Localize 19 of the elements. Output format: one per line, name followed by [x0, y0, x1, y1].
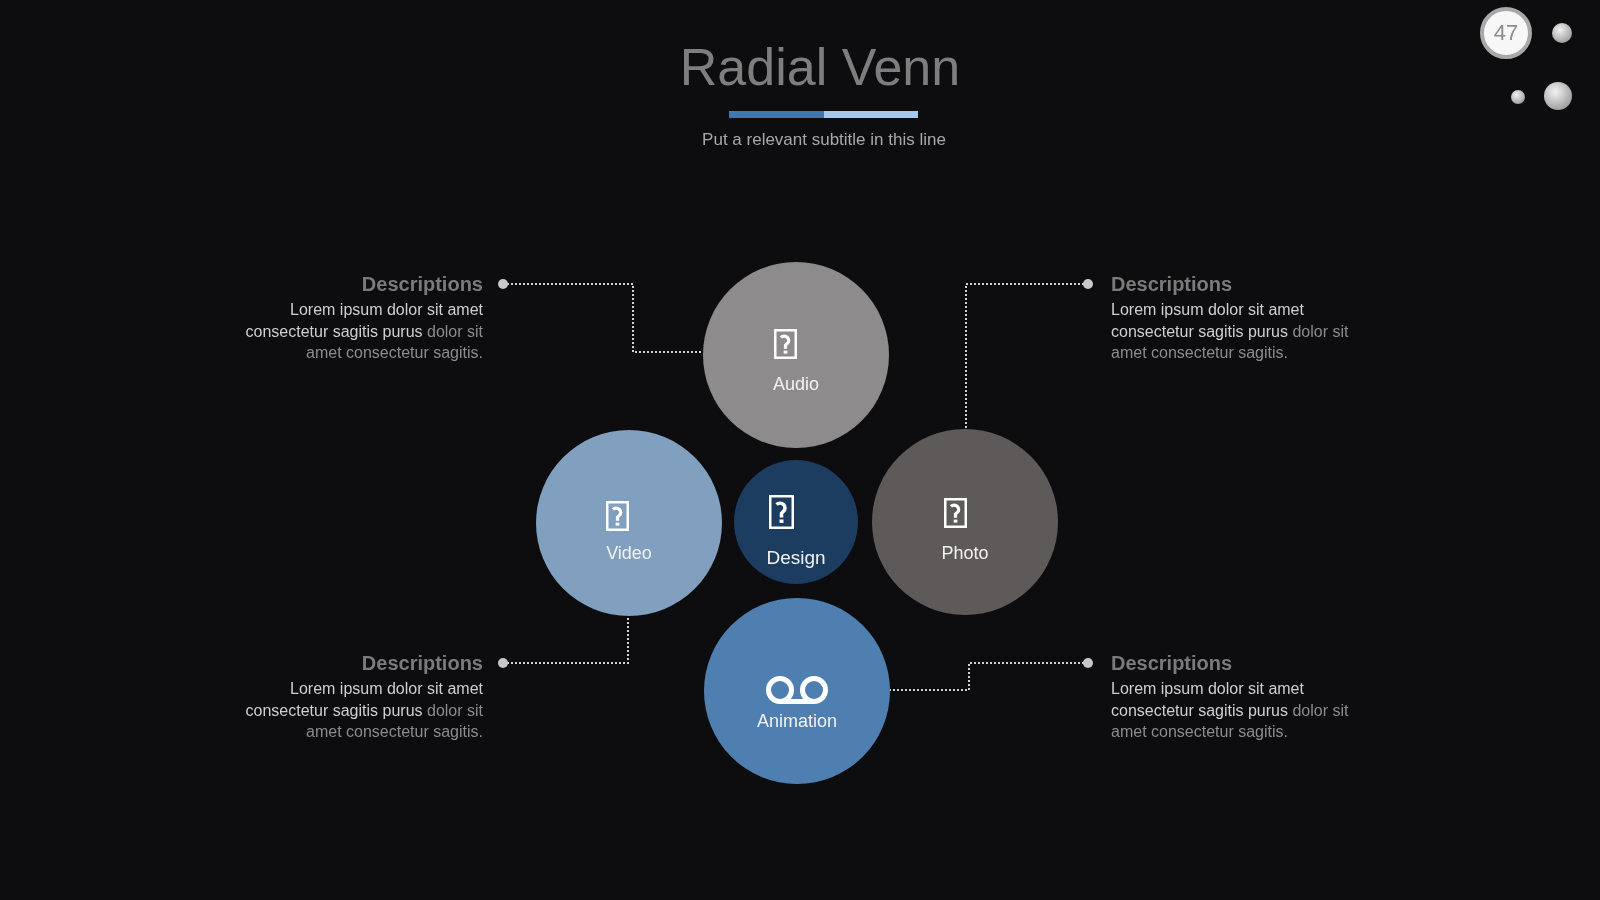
description-heading: Descriptions: [361, 651, 483, 676]
description-heading: Descriptions: [1111, 272, 1233, 297]
leader-line: [498, 615, 629, 668]
leader-line: [965, 279, 1093, 430]
slide-title: Radial Venn: [678, 37, 962, 98]
description-text: Lorem ipsum dolor sit amet consectetur sagitis purus dolor sit amet consectetur sagitis.: [1111, 300, 1350, 363]
page-number: 47: [1493, 20, 1519, 46]
page-number-disc: [1480, 7, 1532, 59]
description-text: Lorem ipsum dolor sit amet consectetur sagitis purus dolor sit amet consectetur sagitis.: [1111, 679, 1350, 742]
slide-subtitle: Put a relevant subtitle in this line: [701, 129, 947, 151]
topic-label: Animation: [757, 710, 837, 732]
topic-label: Audio: [773, 373, 819, 395]
description-text: Lorem ipsum dolor sit amet consectetur sagitis purus dolor sit amet consectetur sagitis.: [244, 679, 483, 742]
description-text: Lorem ipsum dolor sit amet consectetur sagitis purus dolor sit amet consectetur sagitis.: [244, 300, 483, 363]
description-heading: Descriptions: [361, 272, 483, 297]
topic-label: Photo: [941, 542, 989, 564]
topic-label: Video: [606, 542, 652, 564]
topic-label: Design: [766, 547, 826, 569]
description-heading: Descriptions: [1111, 651, 1233, 676]
